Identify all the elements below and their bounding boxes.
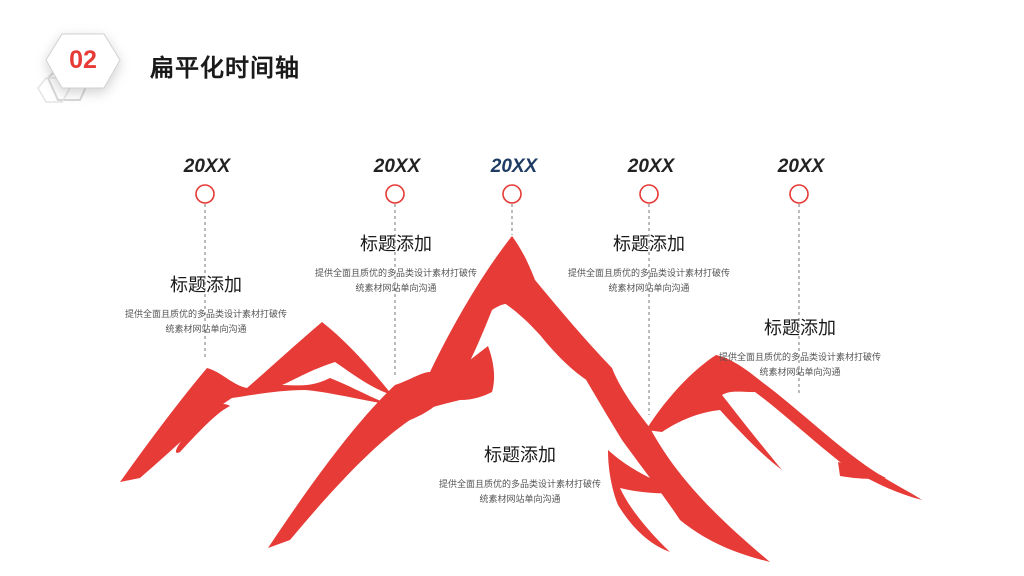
timeline-year-3: 20XX — [490, 156, 538, 177]
timeline-year-4: 20XX — [627, 156, 675, 177]
timeline-item-title: 标题添加 — [170, 275, 242, 296]
timeline-node-2[interactable] — [385, 184, 405, 204]
mountain-right-stripe — [838, 462, 886, 479]
timeline-item-desc: 提供全面且质优的多品类设计素材打破传统素材网站单向沟通 — [314, 269, 477, 294]
mountain-illustration — [120, 236, 922, 562]
timeline-item-desc: 提供全面且质优的多品类设计素材打破传统素材网站单向沟通 — [124, 310, 287, 335]
mountain-center — [268, 236, 770, 562]
timeline-item-title: 标题添加 — [484, 445, 556, 466]
timeline-node-4[interactable] — [639, 184, 659, 204]
timeline-item-title: 标题添加 — [764, 318, 836, 339]
timeline-item-desc: 提供全面且质优的多品类设计素材打破传统素材网站单向沟通 — [718, 353, 881, 378]
mountain-center-stripe-2 — [400, 346, 495, 418]
timeline-item-5: 标题添加 提供全面且质优的多品类设计素材打破传统素材网站单向沟通 — [705, 317, 895, 381]
timeline-item-4: 标题添加 提供全面且质优的多品类设计素材打破传统素材网站单向沟通 — [554, 233, 744, 297]
timeline-item-title: 标题添加 — [360, 234, 432, 255]
timeline-node-3[interactable] — [502, 184, 522, 204]
timeline-item-desc: 提供全面且质优的多品类设计素材打破传统素材网站单向沟通 — [567, 269, 730, 294]
timeline-year-5: 20XX — [777, 156, 825, 177]
mountain-right — [646, 355, 922, 500]
timeline-year-2: 20XX — [373, 156, 421, 177]
section-number: 02 — [69, 45, 97, 74]
timeline-item-3: 标题添加 提供全面且质优的多品类设计素材打破传统素材网站单向沟通 — [425, 444, 615, 508]
mountain-center-stripe-3 — [608, 450, 690, 552]
mountain-left-stripe — [175, 404, 230, 453]
timeline-markers — [195, 184, 809, 415]
mountain-left — [120, 322, 392, 482]
timeline-node-5[interactable] — [789, 184, 809, 204]
timeline-item-title: 标题添加 — [613, 234, 685, 255]
hexagon-badge — [37, 33, 121, 103]
timeline-year-1: 20XX — [183, 156, 231, 177]
timeline-item-2: 标题添加 提供全面且质优的多品类设计素材打破传统素材网站单向沟通 — [301, 233, 491, 297]
hexagon-main — [45, 33, 121, 89]
mountain-center-stripe-1 — [492, 295, 600, 388]
timeline-item-1: 标题添加 提供全面且质优的多品类设计素材打破传统素材网站单向沟通 — [111, 274, 301, 338]
page-title: 扁平化时间轴 — [150, 54, 300, 82]
timeline-item-desc: 提供全面且质优的多品类设计素材打破传统素材网站单向沟通 — [438, 480, 601, 505]
timeline-node-1[interactable] — [195, 184, 215, 204]
